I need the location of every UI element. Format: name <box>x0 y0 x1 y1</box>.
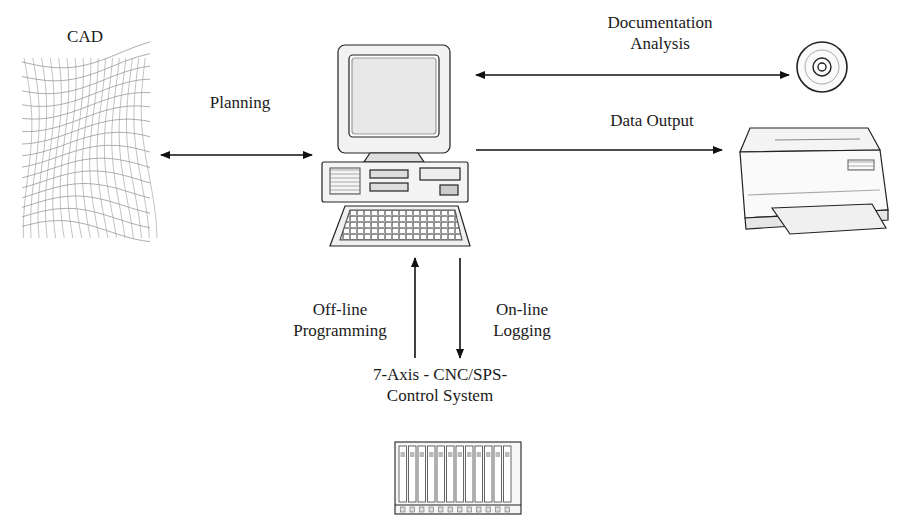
rack-terminal <box>458 507 463 512</box>
arrow-label: Documentation Analysis <box>590 12 730 55</box>
control-rack-illustration <box>395 442 521 514</box>
rack-terminal <box>420 507 425 512</box>
mesh-line <box>82 58 91 238</box>
cad-picture-node: CAD <box>15 26 155 238</box>
rack-module-led <box>448 452 453 457</box>
mesh-line <box>104 58 116 238</box>
rack-terminal <box>448 507 453 512</box>
flow-arrow <box>459 258 461 358</box>
mesh-line <box>90 58 100 238</box>
mesh-line <box>134 58 149 238</box>
arrow-label: Planning <box>188 92 292 113</box>
mesh-line <box>22 158 150 178</box>
mesh-line <box>60 58 69 238</box>
rack-module <box>428 446 436 502</box>
node-caption: 7-Axis - CNC/SPS-Control System <box>330 364 550 407</box>
mesh-line <box>53 58 62 238</box>
mesh-line <box>75 58 84 238</box>
rack-module <box>418 446 426 502</box>
rack-terminal <box>467 507 472 512</box>
cad-surface-mesh <box>22 42 157 242</box>
flow-arrow <box>476 149 722 151</box>
mesh-line <box>141 58 157 238</box>
rack-module <box>447 446 455 502</box>
mesh-line <box>112 58 125 238</box>
node-caption: CAD <box>15 26 155 47</box>
rack-module-led <box>420 452 425 457</box>
mesh-line <box>97 58 108 238</box>
printer-node <box>728 118 896 236</box>
mesh-line <box>45 58 54 238</box>
mesh-line <box>22 132 150 156</box>
computer-illustration <box>322 45 470 246</box>
rack-terminal <box>429 507 434 512</box>
rack-module <box>409 446 417 502</box>
flow-arrow <box>414 258 416 358</box>
rack-module-led <box>439 452 444 457</box>
rack-module-led <box>486 452 491 457</box>
rack-module <box>437 446 445 502</box>
mesh-line <box>22 184 150 199</box>
rack-module-led <box>410 452 415 457</box>
rack-module-led <box>467 452 472 457</box>
arrow-label: On-line Logging <box>474 299 570 342</box>
printer-illustration <box>740 128 888 234</box>
computer-node <box>318 40 470 252</box>
rack-terminal <box>486 507 491 512</box>
mesh-line <box>127 58 142 238</box>
rack-terminal <box>477 507 482 512</box>
rack-module-led <box>496 452 501 457</box>
rack-terminal <box>410 507 415 512</box>
rack-terminal <box>505 507 510 512</box>
rack-terminal <box>401 507 406 512</box>
rack-module-led <box>505 452 510 457</box>
mesh-line <box>22 106 150 132</box>
rack-module <box>475 446 483 502</box>
rack-module <box>399 446 407 502</box>
rack-terminal <box>439 507 444 512</box>
mesh-line <box>23 58 32 238</box>
rack-module <box>466 446 474 502</box>
cd-disc-illustration <box>797 42 847 92</box>
arrow-label: Off-line Programming <box>280 299 400 342</box>
arrow-label: Data Output <box>596 110 708 131</box>
rack-terminal <box>496 507 501 512</box>
mesh-line <box>22 79 150 106</box>
mesh-line <box>119 58 133 238</box>
rack-module <box>494 446 502 502</box>
rack-module-led <box>401 452 406 457</box>
rack-module <box>504 446 512 502</box>
rack-module <box>485 446 493 502</box>
mesh-line <box>22 145 150 167</box>
rack-module-led <box>429 452 434 457</box>
mesh-line <box>68 58 77 238</box>
rack-module <box>456 446 464 502</box>
cd-node <box>795 40 850 95</box>
mesh-line <box>22 54 150 81</box>
flow-arrow <box>476 74 789 76</box>
mesh-line <box>22 221 150 242</box>
rack-module-led <box>458 452 463 457</box>
flow-arrow <box>161 154 312 156</box>
mesh-line <box>22 196 150 213</box>
control-system-node: 7-Axis - CNC/SPS-Control System <box>330 364 550 516</box>
rack-module-led <box>477 452 482 457</box>
